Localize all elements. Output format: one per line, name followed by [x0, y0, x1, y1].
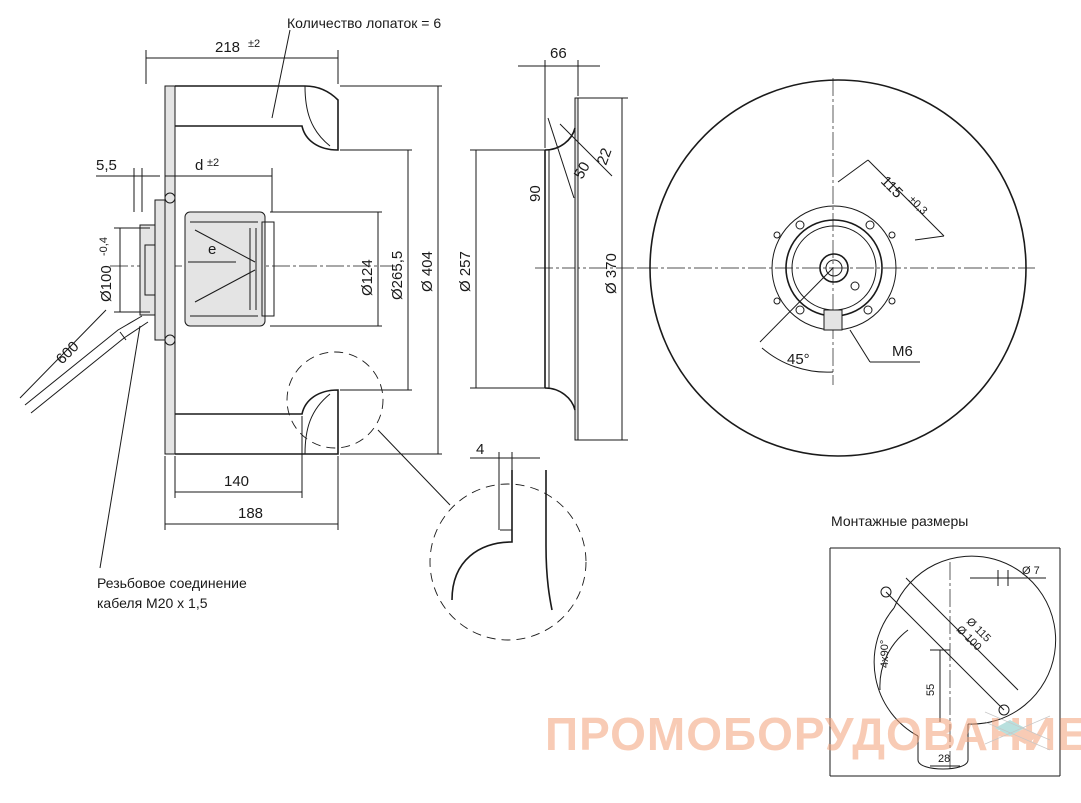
section-plate: [574, 97, 579, 441]
side-view: 218 ±2 Количество лопаток = 6 5,5 d ±2 e…: [19, 15, 451, 611]
dim-45-deg: 45°: [787, 351, 810, 368]
detail-view: 4: [429, 441, 587, 641]
dim-115: 115: [877, 173, 906, 202]
mount-4x90: 4x90°: [879, 640, 891, 668]
dim-d100: Ø100: [98, 265, 115, 302]
dim-d370: Ø 370: [603, 253, 620, 294]
dim-d265: Ø265,5: [389, 251, 406, 300]
blade-count-label: Количество лопаток = 6: [287, 15, 441, 31]
tol-d100: -0,4: [98, 237, 110, 256]
mount-d7: Ø 7: [1022, 565, 1040, 577]
detail-marker-circle: [286, 351, 384, 449]
dim-600: 600: [53, 338, 83, 368]
section-view: 66 90 50 22 Ø 257 Ø 370: [457, 45, 640, 441]
tol-218: ±2: [248, 38, 260, 50]
dim-m6: M6: [892, 343, 913, 360]
dim-66: 66: [550, 45, 567, 62]
watermark-text: ПРОМОБОРУДОВАНИЕ: [545, 708, 1081, 760]
dim-22: 22: [594, 146, 616, 167]
dim-5-5: 5,5: [96, 157, 117, 174]
dim-e: e: [208, 241, 216, 258]
dim-218: 218: [215, 39, 240, 56]
inlet-shroud-bottom: [175, 389, 339, 455]
tol-115: ±0,3: [906, 194, 930, 218]
back-plate: [164, 85, 176, 455]
front-view: 115 ±0,3 45° M6: [640, 78, 1035, 457]
motor-housing: [184, 211, 266, 327]
dim-d404: Ø 404: [419, 251, 436, 292]
cable-note-line2: кабеля М20 х 1,5: [97, 595, 208, 611]
watermark-logo-icon: [984, 711, 1051, 751]
mount-55: 55: [925, 684, 937, 696]
cable-note-line1: Резьбовое соединение: [97, 575, 247, 591]
dim-90: 90: [527, 185, 544, 202]
dim-d124: Ø124: [359, 259, 376, 296]
watermark: ПРОМОБОРУДОВАНИЕ: [545, 708, 1081, 760]
dim-50: 50: [571, 159, 594, 182]
dim-188: 188: [238, 505, 263, 522]
dim-4: 4: [476, 441, 484, 458]
tol-d: ±2: [207, 157, 219, 169]
dim-d257: Ø 257: [457, 251, 474, 292]
mount-title: Монтажные размеры: [831, 513, 968, 529]
dim-140: 140: [224, 473, 249, 490]
mount-28: 28: [938, 753, 950, 765]
dim-d: d: [195, 157, 203, 174]
inlet-shroud-top: [175, 85, 339, 151]
